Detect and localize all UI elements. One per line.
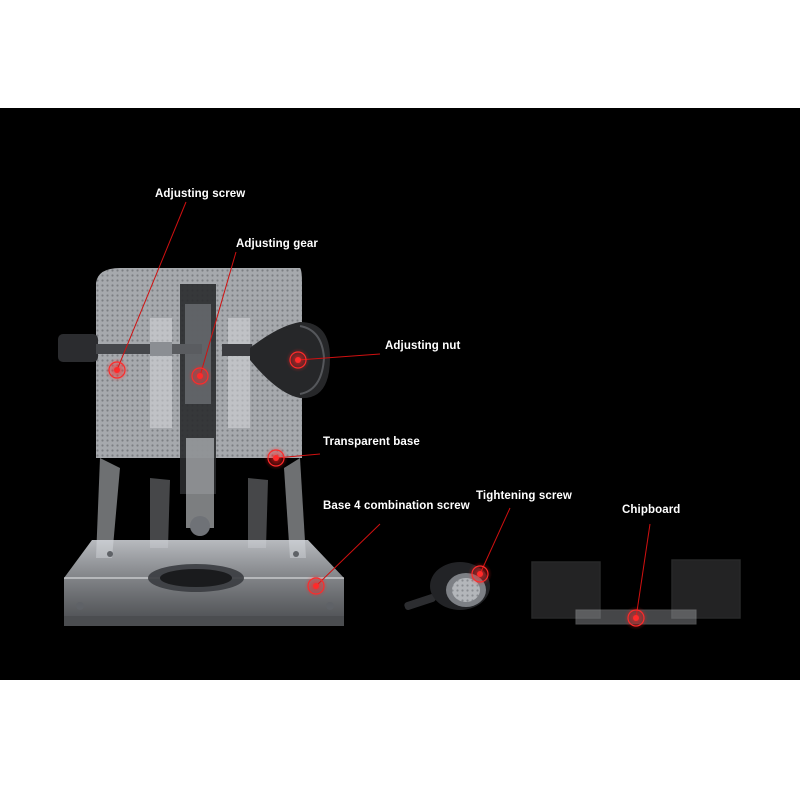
label-adjusting-gear: Adjusting gear [236, 238, 318, 250]
base-plate [64, 540, 344, 626]
product-photo: Adjusting screw Adjusting gear Adjusting… [0, 108, 800, 680]
callout-markers [105, 348, 648, 630]
label-transparent-base: Transparent base [323, 436, 420, 448]
label-chipboard: Chipboard [622, 504, 681, 516]
chipboard-part [531, 559, 741, 625]
label-adjusting-nut: Adjusting nut [385, 340, 461, 352]
label-base-combination-screw: Base 4 combination screw [323, 500, 470, 512]
router-body [96, 268, 306, 558]
label-tightening-screw: Tightening screw [476, 490, 572, 502]
label-adjusting-screw: Adjusting screw [155, 188, 246, 200]
router-base-illustration [58, 201, 741, 630]
